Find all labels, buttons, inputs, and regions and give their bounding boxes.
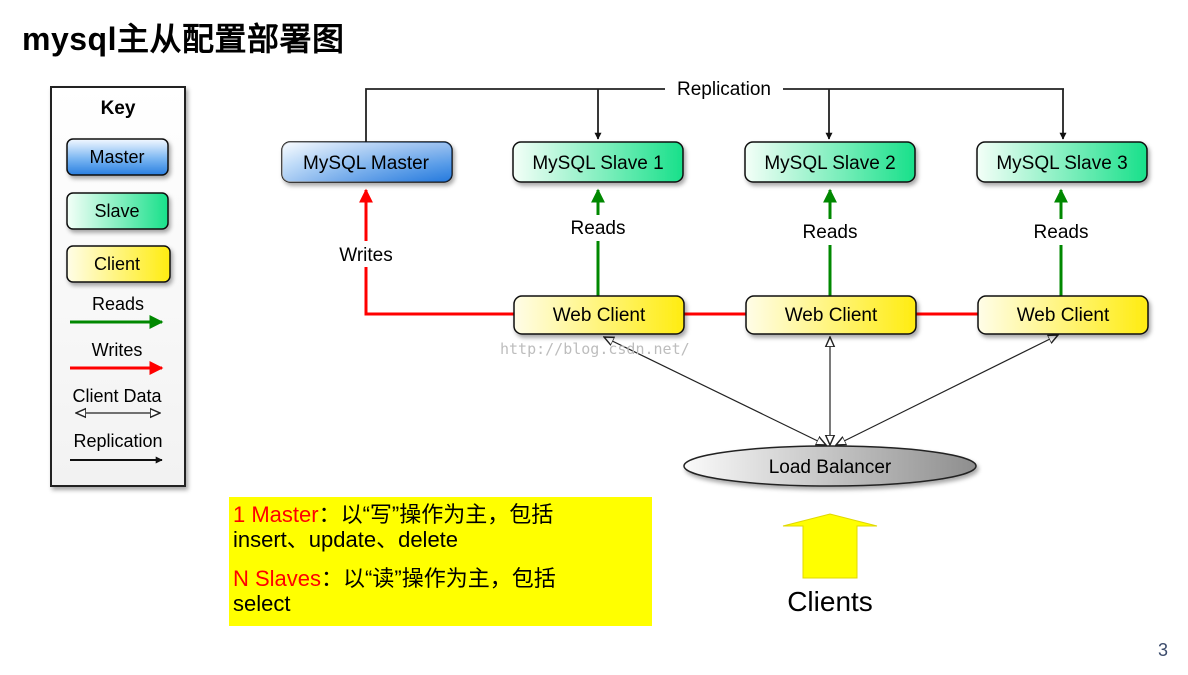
note-slaves-text: ：以“读”操作为主，包括 — [321, 566, 556, 591]
key-replication-label: Replication — [73, 431, 162, 451]
key-client-swatch — [66, 245, 171, 283]
note-master-ops: insert、update、delete — [233, 527, 459, 552]
replication-label: Replication — [677, 79, 771, 100]
note-slaves-highlight: N Slaves — [233, 566, 322, 591]
write-read-paths: Writes Reads Reads Reads — [334, 188, 1095, 316]
key-heading: Key — [101, 98, 136, 119]
watermark-text: http://blog.csdn.net/ — [500, 340, 690, 358]
writes-label: Writes — [339, 245, 392, 266]
note-master-highlight: 1 Master — [233, 502, 319, 527]
web-client-label-2: Web Client — [785, 305, 878, 326]
web-client-node-1 — [513, 295, 685, 335]
web-client-node-2 — [745, 295, 917, 335]
key-client-data-label: Client Data — [72, 386, 162, 406]
page-title: mysql主从配置部署图 — [22, 21, 345, 57]
clients-up-arrow-icon — [782, 513, 878, 579]
mysql-master-label: MySQL Master — [303, 153, 430, 174]
reads-label-2: Reads — [803, 222, 858, 243]
key-client-label: Client — [94, 254, 140, 274]
replication-lines: Replication — [365, 79, 1067, 144]
key-reads-label: Reads — [92, 294, 144, 314]
client-data-arrows — [604, 335, 1058, 445]
key-master-swatch — [66, 138, 169, 176]
clients-group: Clients — [782, 513, 878, 617]
reads-label-3: Reads — [1034, 222, 1089, 243]
mysql-slave-1-label: MySQL Slave 1 — [532, 153, 663, 174]
note-slaves: N Slaves：以“读”操作为主，包括 select — [233, 566, 648, 616]
key-slave-label: Slave — [94, 201, 139, 221]
load-balancer-label: Load Balancer — [769, 457, 892, 478]
mysql-slave-1-node — [512, 141, 684, 183]
web-client-label-1: Web Client — [553, 305, 646, 326]
key-master-label: Master — [89, 147, 144, 167]
web-client-label-3: Web Client — [1017, 305, 1110, 326]
writes-arrow — [359, 188, 514, 316]
slide-number: 3 — [1157, 640, 1168, 660]
mysql-slave-3-label: MySQL Slave 3 — [996, 153, 1127, 174]
mysql-slave-3-node — [976, 141, 1148, 183]
clients-label: Clients — [787, 586, 873, 617]
web-client-nodes: Web Client Web Client Web Client — [513, 295, 1149, 335]
key-panel: Key Master Slave Client Reads Writes Cli… — [50, 86, 186, 487]
database-nodes: MySQL Master MySQL Slave 1 MySQL Slave 2… — [281, 141, 1148, 183]
load-balancer: Load Balancer — [683, 445, 977, 487]
mysql-slave-2-node — [744, 141, 916, 183]
reads-label-1: Reads — [571, 218, 626, 239]
mysql-slave-2-label: MySQL Slave 2 — [764, 153, 895, 174]
key-writes-label: Writes — [92, 340, 143, 360]
note-master-text: ：以“写”操作为主，包括 — [318, 502, 554, 527]
web-client-node-3 — [977, 295, 1149, 335]
note-slaves-ops: select — [233, 591, 291, 616]
key-slave-swatch — [66, 192, 169, 230]
load-balancer-node — [683, 445, 977, 487]
